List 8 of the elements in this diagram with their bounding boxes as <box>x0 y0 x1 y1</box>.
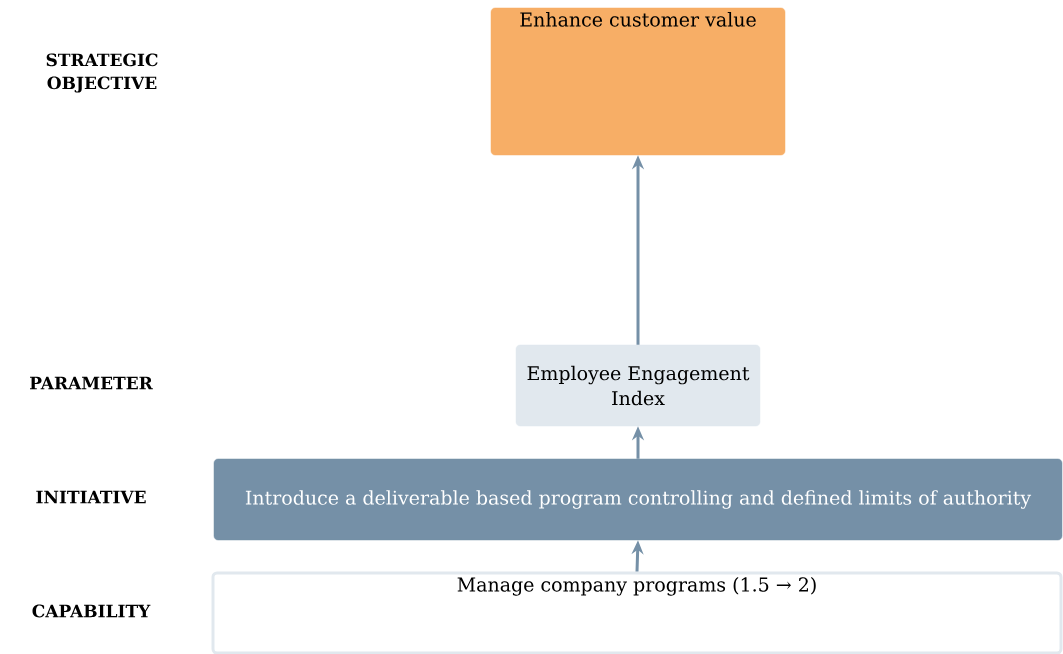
objective-box: Enhance customer value <box>490 7 786 156</box>
initiative-box: Introduce a deliverable based program controlling and defined limits of authority <box>213 458 1063 541</box>
row-label: PARAMETER <box>30 376 153 390</box>
row-label: STRATEGIC OBJECTIVE <box>46 53 158 93</box>
parameter-box: Employee Engagement Index <box>515 344 761 427</box>
row-label: INITIATIVE <box>36 490 146 504</box>
capability-box: Manage company programs (1.5 → 2) <box>211 571 1063 654</box>
row-label: CAPABILITY <box>32 604 151 618</box>
